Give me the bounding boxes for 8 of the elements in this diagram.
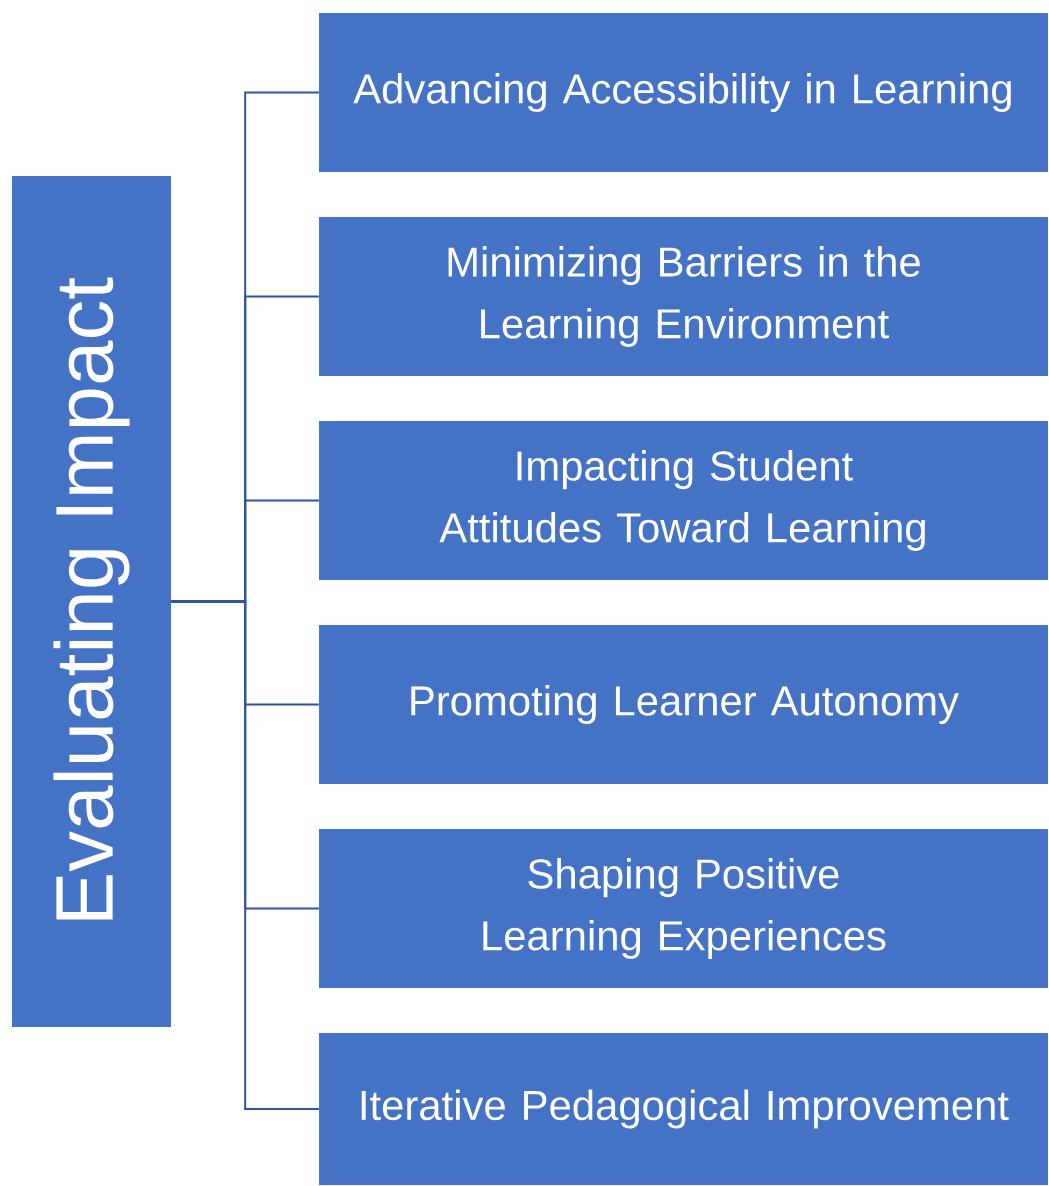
topic-box: Iterative Pedagogical Improvement xyxy=(319,1033,1048,1185)
topic-box: Impacting Student Attitudes Toward Learning xyxy=(319,421,1048,580)
topic-box: Shaping Positive Learning Experiences xyxy=(319,829,1048,988)
topic-box: Promoting Learner Autonomy xyxy=(319,625,1048,784)
topic-box: Advancing Accessibility in Learning xyxy=(319,13,1048,172)
title-box: Evaluating Impact xyxy=(12,176,171,1027)
topic-box: Minimizing Barriers in the Learning Environment xyxy=(319,217,1048,376)
connector-line xyxy=(170,600,320,1110)
